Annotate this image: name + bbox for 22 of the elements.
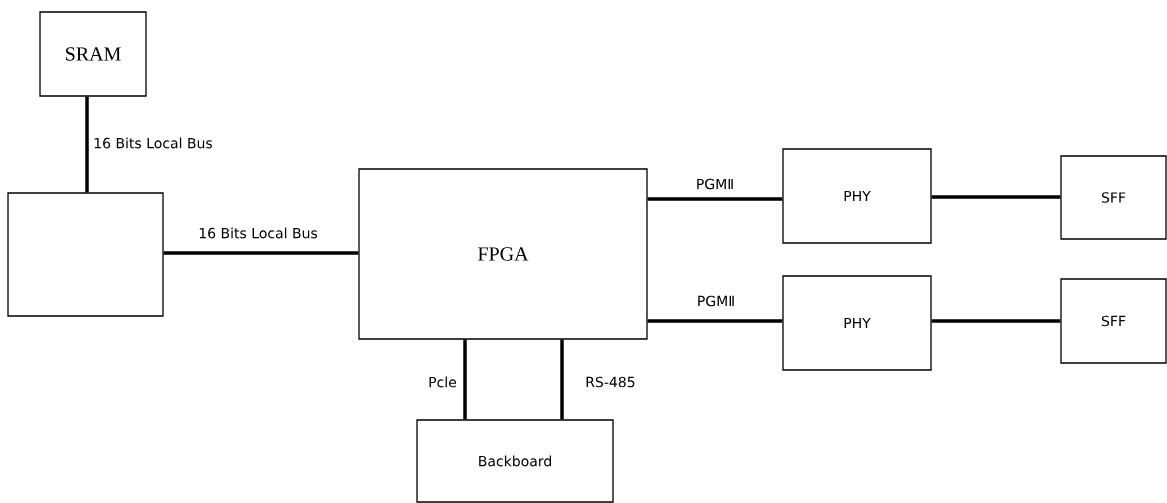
edge-label: 16 Bits Local Bus (197, 226, 319, 240)
connection-line (931, 195, 1061, 199)
block-box: Backboard (416, 419, 614, 503)
connection-line (85, 96, 89, 193)
edge-label: PGMⅡ (695, 294, 737, 308)
edge-label: 16 Bits Local Bus (92, 136, 214, 150)
block-box: FPGA (358, 168, 648, 340)
connection-line (560, 339, 564, 420)
connection-line (463, 339, 467, 420)
block-box: SFF (1060, 155, 1167, 240)
connection-line (647, 319, 783, 323)
edge-label: PGMⅡ (694, 177, 736, 191)
edge-label: RS-485 (584, 375, 637, 389)
connection-line (931, 319, 1061, 323)
edge-label: Pcle (427, 375, 458, 389)
block-box: PHY (782, 148, 932, 244)
connection-line (647, 197, 783, 201)
connection-line (163, 251, 359, 255)
block-box: PHY (782, 275, 932, 371)
block-box (7, 192, 164, 317)
block-box: SFF (1060, 278, 1167, 364)
block-box: SRAM (39, 11, 147, 97)
